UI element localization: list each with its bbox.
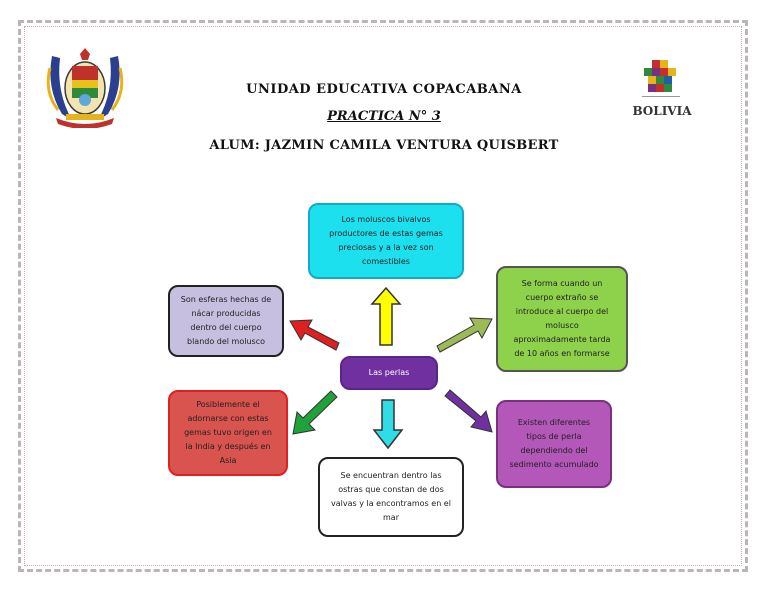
node-top: Los moluscos bivalvos productores de est… bbox=[308, 203, 464, 279]
arrow-up bbox=[370, 286, 402, 346]
node-left: Son esferas hechas de nácar producidas d… bbox=[168, 285, 284, 357]
node-left-text: Son esferas hechas de nácar producidas d… bbox=[180, 295, 272, 346]
node-right-text: Se forma cuando un cuerpo extraño se int… bbox=[513, 279, 611, 358]
arrow-down-right bbox=[444, 389, 493, 433]
node-bottom-right-text: Existen diferentes tipos de perla depend… bbox=[509, 418, 599, 469]
page-border-inner bbox=[24, 26, 742, 566]
bolivia-logo-text: BOLIVIA bbox=[632, 104, 692, 118]
school-crest-logo bbox=[46, 48, 124, 128]
bolivia-logo bbox=[642, 60, 680, 97]
arrow-up-left bbox=[289, 319, 340, 351]
page-border bbox=[18, 20, 748, 572]
node-bottom-left: Posiblemente el adornarse con estas gema… bbox=[168, 390, 288, 476]
node-right: Se forma cuando un cuerpo extraño se int… bbox=[496, 266, 628, 372]
arrow-down bbox=[372, 399, 404, 450]
node-center: Las perlas bbox=[340, 356, 438, 390]
node-top-text: Los moluscos bivalvos productores de est… bbox=[329, 215, 443, 266]
node-bottom: Se encuentran dentro las ostras que cons… bbox=[318, 457, 464, 537]
student-name: ALUM: JAZMIN CAMILA VENTURA QUISBERT bbox=[209, 138, 559, 153]
arrow-down-left bbox=[292, 390, 338, 435]
practice-title: PRACTICA N° 3 bbox=[327, 109, 441, 124]
school-name: UNIDAD EDUCATIVA COPACABANA bbox=[246, 82, 522, 97]
node-bottom-right: Existen diferentes tipos de perla depend… bbox=[496, 400, 612, 488]
arrow-up-right bbox=[436, 317, 493, 353]
node-bottom-left-text: Posiblemente el adornarse con estas gema… bbox=[184, 400, 272, 465]
node-bottom-text: Se encuentran dentro las ostras que cons… bbox=[331, 471, 451, 522]
node-center-text: Las perlas bbox=[368, 368, 410, 377]
